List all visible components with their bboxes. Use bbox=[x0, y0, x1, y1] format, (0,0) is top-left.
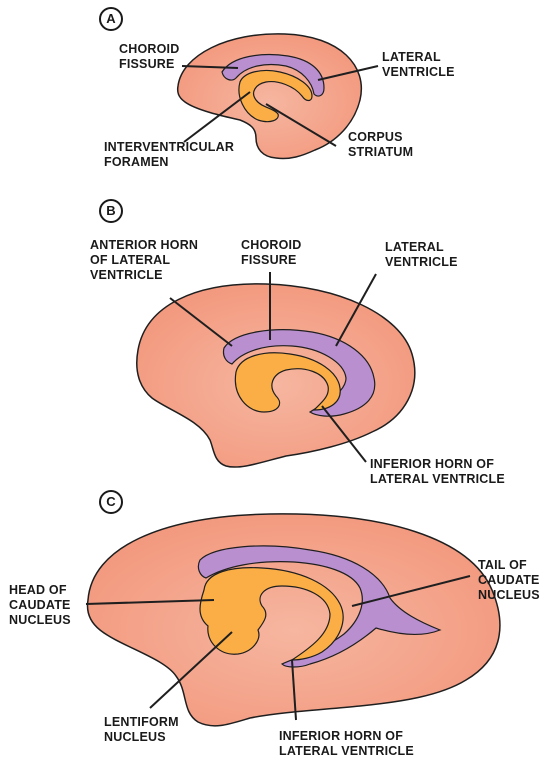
panel-b-leader-anterior bbox=[169, 297, 233, 347]
panel-b-badge: B bbox=[99, 199, 123, 223]
label-choroid-fissure-a: CHOROID FISSURE bbox=[119, 42, 180, 71]
panel-b-diagram bbox=[136, 272, 416, 468]
panel-a-leader-corpus bbox=[265, 103, 337, 147]
panel-c-leader-tail bbox=[351, 575, 471, 607]
panel-a-striatum bbox=[238, 69, 313, 123]
panel-b-leader-inferior bbox=[321, 405, 367, 463]
panel-b-leader-lateral bbox=[335, 273, 377, 347]
panel-c-hemisphere bbox=[86, 513, 501, 727]
label-lentiform: LENTIFORM NUCLEUS bbox=[104, 715, 179, 744]
panel-c-leader-lentiform bbox=[149, 631, 233, 709]
panel-c-badge: C bbox=[99, 490, 123, 514]
panel-a-leader-choroid bbox=[181, 65, 239, 69]
label-head-caudate: HEAD OF CAUDATE NUCLEUS bbox=[9, 583, 71, 627]
panel-c-leader-head bbox=[85, 599, 215, 605]
panel-a-diagram bbox=[176, 33, 379, 160]
panel-a-badge: A bbox=[99, 7, 123, 31]
label-inferior-horn-b: INFERIOR HORN OF LATERAL VENTRICLE bbox=[370, 457, 505, 486]
label-lateral-ventricle-a: LATERAL VENTRICLE bbox=[382, 50, 455, 79]
panel-a-leader-foramen bbox=[183, 91, 251, 143]
label-lateral-ventricle-b: LATERAL VENTRICLE bbox=[385, 240, 458, 269]
label-inferior-horn-c: INFERIOR HORN OF LATERAL VENTRICLE bbox=[279, 729, 414, 758]
label-tail-caudate: TAIL OF CAUDATE NUCLEUS bbox=[478, 558, 540, 602]
panel-a-ventricle bbox=[221, 53, 325, 97]
panel-c-striatum bbox=[199, 567, 344, 661]
panel-c-leader-inferior bbox=[291, 659, 297, 721]
label-choroid-fissure-b: CHOROID FISSURE bbox=[241, 238, 302, 267]
panel-c-ventricle bbox=[197, 545, 442, 668]
panel-a-hemisphere bbox=[176, 33, 363, 160]
label-interventricular-foramen: INTERVENTRICULAR FORAMEN bbox=[104, 140, 235, 169]
label-anterior-horn: ANTERIOR HORN OF LATERAL VENTRICLE bbox=[90, 238, 199, 282]
panel-b-striatum bbox=[234, 352, 341, 413]
panel-a-leader-lateral bbox=[317, 65, 379, 81]
label-corpus-striatum: CORPUS STRIATUM bbox=[348, 130, 414, 159]
panel-c-diagram bbox=[85, 513, 501, 727]
